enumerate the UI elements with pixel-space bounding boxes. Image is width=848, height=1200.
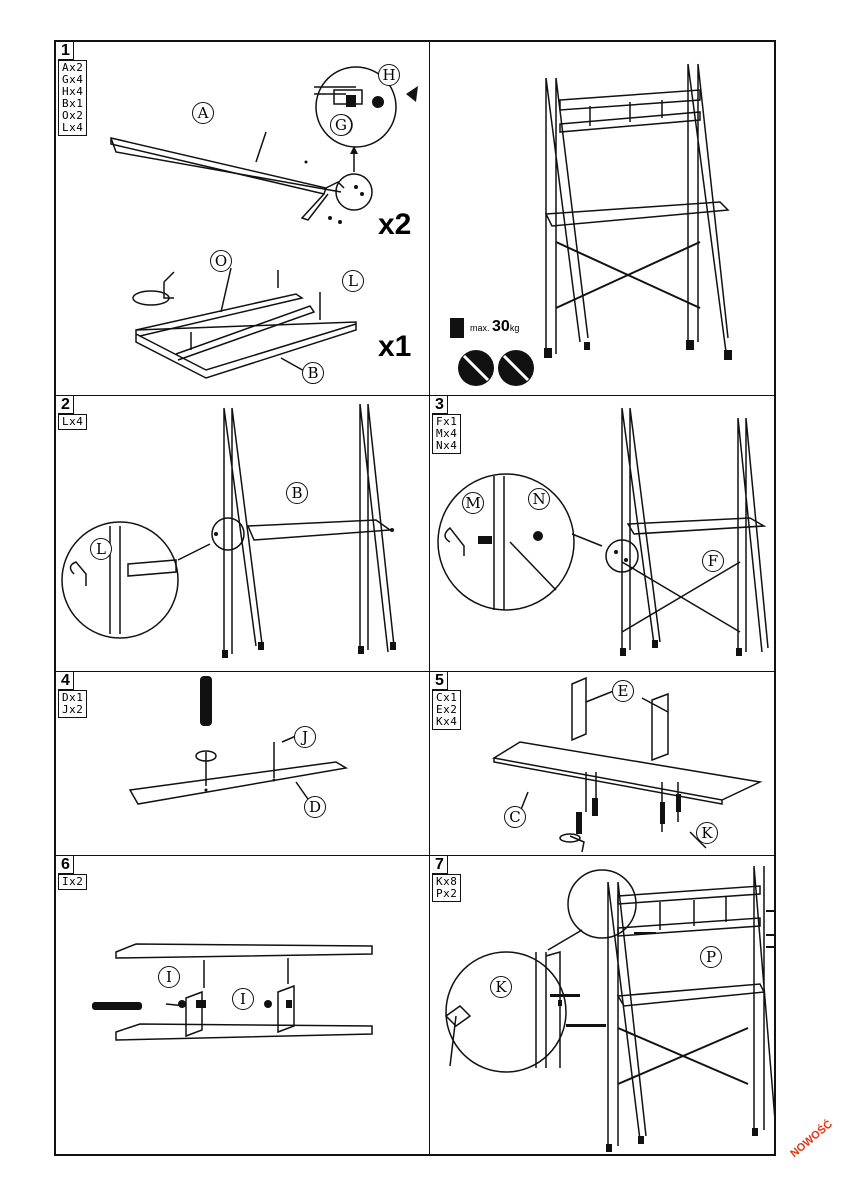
step-7-number: 7 bbox=[432, 856, 448, 874]
step-7-panel: 7 Kx8 Px2 P K bbox=[430, 856, 776, 1156]
step-4-number: 4 bbox=[58, 672, 74, 690]
step-1-panel: 1 Ax2 Gx4 Hx4 Bx1 Ox2 Lx4 x2 x1 A H G O … bbox=[56, 42, 430, 396]
step-5-number: 5 bbox=[432, 672, 448, 690]
overview-panel: max. 30kg bbox=[430, 42, 776, 396]
step-6-number: 6 bbox=[58, 856, 74, 874]
step-4-panel: 4 Dx1 Jx2 J D bbox=[56, 672, 430, 856]
multiplier-x2: x2 bbox=[378, 208, 412, 241]
step-5-parts-list: Cx1 Ex2 Kx4 bbox=[432, 690, 462, 730]
part-count: Ix2 bbox=[62, 875, 84, 888]
part-count: Kx8 bbox=[436, 875, 458, 888]
step-2-parts-list: Lx4 bbox=[58, 414, 88, 430]
part-count: Ax2 bbox=[62, 61, 84, 74]
max-load-value: 30 bbox=[492, 318, 510, 335]
part-label-b: B bbox=[286, 482, 308, 504]
part-label-i: I bbox=[158, 966, 180, 988]
part-count: Cx1 bbox=[436, 691, 458, 704]
max-load-label: max. 30kg bbox=[470, 318, 519, 336]
part-label-j: J bbox=[294, 726, 316, 748]
step-2-panel: 2 Lx4 B L bbox=[56, 396, 430, 672]
step-7-parts-list: Kx8 Px2 bbox=[432, 874, 462, 902]
part-count: Ox2 bbox=[62, 109, 84, 122]
part-label-m: M bbox=[462, 492, 484, 514]
part-label-l: L bbox=[90, 538, 112, 560]
multiplier-x1: x1 bbox=[378, 330, 412, 363]
part-count: Jx2 bbox=[62, 703, 84, 716]
step-5-panel: 5 Cx1 Ex2 Kx4 E C K bbox=[430, 672, 776, 856]
step-3-panel: 3 Fx1 Mx4 Nx4 M N F bbox=[430, 396, 776, 672]
part-count: Dx1 bbox=[62, 691, 84, 704]
part-label-o: O bbox=[210, 250, 232, 272]
part-count: Lx4 bbox=[62, 415, 84, 428]
new-product-stamp: NOWOŚĆ bbox=[788, 1118, 835, 1160]
part-count: Kx4 bbox=[436, 715, 458, 728]
step-5-drawing bbox=[491, 676, 763, 853]
part-count: Hx4 bbox=[62, 85, 84, 98]
part-label-l: L bbox=[342, 270, 364, 292]
step-1-drawing bbox=[110, 66, 418, 379]
part-label-p: P bbox=[700, 946, 722, 968]
assembled-desk-drawing bbox=[450, 63, 732, 386]
part-label-h: H bbox=[378, 64, 400, 86]
part-label-d: D bbox=[304, 796, 326, 818]
step-7-drawing bbox=[444, 865, 776, 1152]
part-count: Px2 bbox=[436, 887, 458, 900]
part-count: Nx4 bbox=[436, 439, 458, 452]
part-label-c: C bbox=[504, 806, 526, 828]
part-count: Lx4 bbox=[62, 121, 84, 134]
part-count: Fx1 bbox=[436, 415, 458, 428]
part-label-e: E bbox=[612, 680, 634, 702]
part-count: Ex2 bbox=[436, 703, 458, 716]
step-3-number: 3 bbox=[432, 396, 448, 414]
part-label-i: I bbox=[232, 988, 254, 1010]
max-load-unit: kg bbox=[509, 323, 520, 333]
instruction-sheet: 1 Ax2 Gx4 Hx4 Bx1 Ox2 Lx4 x2 x1 A H G O … bbox=[54, 40, 776, 1156]
step-6-panel: 6 Ix2 I I bbox=[56, 856, 430, 1156]
part-label-k: K bbox=[490, 976, 512, 998]
part-label-f: F bbox=[702, 550, 724, 572]
step-1-number: 1 bbox=[58, 42, 74, 60]
max-prefix: max. bbox=[470, 323, 490, 333]
part-label-a: A bbox=[192, 102, 214, 124]
part-count: Gx4 bbox=[62, 73, 84, 86]
step-3-parts-list: Fx1 Mx4 Nx4 bbox=[432, 414, 462, 454]
step-2-drawing bbox=[61, 403, 396, 658]
part-count: Mx4 bbox=[436, 427, 458, 440]
step-6-parts-list: Ix2 bbox=[58, 874, 88, 890]
step-6-drawing bbox=[92, 943, 373, 1041]
part-count: Bx1 bbox=[62, 97, 84, 110]
step-3-drawing bbox=[437, 407, 769, 656]
part-label-b: B bbox=[302, 362, 324, 384]
step-4-drawing bbox=[128, 676, 349, 805]
part-label-g: G bbox=[330, 114, 352, 136]
step-1-parts-list: Ax2 Gx4 Hx4 Bx1 Ox2 Lx4 bbox=[58, 60, 88, 136]
step-2-number: 2 bbox=[58, 396, 74, 414]
part-label-n: N bbox=[528, 488, 550, 510]
step-4-parts-list: Dx1 Jx2 bbox=[58, 690, 88, 718]
part-label-k: K bbox=[696, 822, 718, 844]
